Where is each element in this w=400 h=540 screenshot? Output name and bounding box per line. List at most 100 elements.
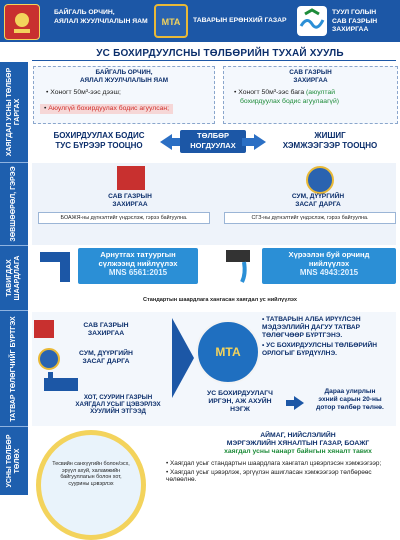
sidebar-section-3: ТАВИГДАХ ШААРДЛАГА [0,246,28,310]
org3-line1: ТУУЛ ГОЛЫН [332,9,377,16]
agreement-right-head: СУМ, ДҮҮРГИЙН ЗАСАГ ДАРГА [262,193,374,208]
exemption-text: Тесвийн санхүүгийн болон/эсх, эрүүл ахуй… [52,461,130,487]
sidebar-label-5: УСНЫ ТӨЛБӨР ТӨЛӨХ [6,434,21,488]
ministry-criteria-box: БАЙГАЛЬ ОРЧИН, АЯЛАЛ ЖУУЛЧЛАЛЫН ЯАМ • Хо… [33,66,215,124]
state-emblem-icon [306,166,334,194]
register-authority-line1: САВ ГАЗРЫН [83,322,129,329]
sidebar-divider [0,245,28,246]
payment-deadline: Дараа улирлын эхний сарын 20-ны дотор тө… [306,388,394,412]
register-governor-line2: ЗАСАГ ДАРГА [82,357,130,365]
fee-assessment-box: ТӨЛБӨР НОГДУУЛАХ [180,130,246,153]
org2-label: ТАВАРЫН ЕРӨНХИЙ ГАЗАР [193,17,287,24]
tax-bullet-1: • ТАТВАРЫН АЛБА ИРҮҮЛСЭН МЭДЭЭЛЛИЙН ДАГУ… [262,316,361,339]
ministry-bullet-2: Аюулгүй бохирдуулах бодис агуулсан; [48,105,170,112]
authority-head-line1: САВ ГАЗРЫН [289,69,332,76]
sidebar-section-4: ТАТВАР ТӨЛӨГЧИЙГ БҮРТГЭХ [0,311,28,426]
tax-bullet-list: • ТАТВАРЫН АЛБА ИРҮҮЛСЭН МЭДЭЭЛЛИЙН ДАГУ… [262,316,394,358]
sidebar-label-1: ХАЯГДАЛ УСНЫ ТӨЛБӨР ГАРГАХ [6,67,21,157]
inspection-line1: АЙМАГ, НИЙСЛЭЛИЙН [260,432,336,439]
agreement-left-head: САВ ГАЗРЫН ЗАХИРГАА [70,193,190,208]
env-standard-code: MNS 4943:2015 [299,268,359,277]
fee-line2: НОГДУУЛАХ [190,141,236,150]
agreement-left-line1: САВ ГАЗРЫН [108,193,152,200]
sidebar-label-3: ТАВИГДАХ ШААРДЛАГА [6,255,21,301]
city-caption-line2: ХАЯГДАЛ УСЫГ ЦЭВЭРЛЭХ [75,401,161,409]
svg-text:MTA: MTA [162,17,181,27]
agreement-left-line2: ЗАХИРГАА [112,200,148,208]
inspection-head: АЙМАГ, НИЙСЛЭЛИЙН МЭРГЭЖЛИЙН ХЯНАЛТЫН ГА… [200,432,396,456]
map-icon [34,320,54,338]
register-governor-head: СУМ, ДҮҮРГИЙН ЗАСАГ ДАРГА [56,350,156,365]
seal-text: МТА [215,345,241,359]
tax-bullet-2-text: УС БОХИРДУУЛСНЫ ТӨЛБӨРИЙН ОРЛОГЫГ БҮРДҮҮ… [262,342,378,357]
city-caption-line1: ХОТ, СУУРИН ГАЗРЫН [83,394,153,401]
payer-line1: УС БОХИРДУУЛАГЧ [207,390,273,397]
agreement-right-line1: СУМ, ДҮҮРГИЙН [291,193,345,200]
exemption-bullets: • Хаягдал усыг стандартын шаардлага ханг… [166,460,394,484]
authority-bullet-1a: Хоногт 50м³-ээс бага [238,89,305,96]
title-divider [32,60,396,61]
sewer-standard-box: Арнутгах татуургын сүлжээнд нийлүүлэх MN… [78,248,198,284]
authority-head-line2: ЗАХИРГАА [293,76,328,84]
inspection-line2: МЭРГЭЖЛИЙН ХЯНАЛТЫН ГАЗАР, БОАЖГ [226,440,370,447]
exemption-bullet-1-text: Хаягдал усыг стандартын шаардлага хангат… [170,460,382,467]
exemption-bullet-2: • Хаягдал усыг цэвэрлэж, эргүүлэн ашигла… [166,468,372,484]
discharge-pipe-icon [226,250,250,283]
ministry-head-line1: БАЙГАЛЬ ОРЧИН, [95,69,153,76]
org1-line1: БАЙГАЛЬ ОРЧИН, [54,9,115,16]
sidebar [0,62,28,495]
payer-line3: НЭГЖ [230,406,250,413]
deadline-line1: Дараа улирлын [324,388,376,395]
org1-line2: АЯЛАЛ ЖУУЛЧЛАЛЫН ЯАМ [54,17,148,25]
mongolia-map-icon [117,166,145,190]
tax-bullet-1-text: ТАТВАРЫН АЛБА ИРҮҮЛСЭН МЭДЭЭЛЛИЙН ДАГУУ … [262,316,361,339]
city-wastewater-caption: ХОТ, СУУРИН ГАЗРЫН ХАЯГДАЛ УСЫГ ЦЭВЭРЛЭХ… [58,394,178,416]
sidebar-divider [0,310,28,311]
norm-line2: ХЭМЖЭЭГЭЭР ТООЦНО [282,140,378,150]
deadline-line2: эхний сарын 20-ны [318,396,382,403]
arrow-right-icon [286,396,304,410]
org3-line2: САВ ГАЗРЫН ЗАХИРГАА [332,17,378,34]
pollutant-calculation-label: БОХИРДУУЛАХ БОДИС ТУС БҮРЭЭР ТООЦНО [34,131,164,150]
authority-bullet-1c: бохирдуулах бодис агуулаагүй) [240,98,340,105]
inspection-line3: хаягдал усны чанарт байнгын хяналт тавих [224,448,372,455]
exemption-bullet-2-text: Хаягдал усыг цэвэрлэж, эргүүлэн ашигласа… [166,468,372,484]
tax-agency-logo-icon: MTA [154,4,188,38]
ministry-bullet-1: Хоногт 50м³-ээс дээш; [50,89,121,96]
sewer-pipe-icon [40,252,70,282]
env-line1: Хүрээлэн буй орчинд [288,250,370,259]
sidebar-section-2: ЗӨВШӨӨРӨЛ, ГЭРЭЭ [0,163,28,245]
state-emblem-icon [38,348,60,370]
sidebar-divider [0,426,28,427]
city-caption-line3: ХУУЛИЙН ЭТГЭЭД [90,408,146,416]
sidebar-section-1: ХАЯГДАЛ УСНЫ ТӨЛБӨР ГАРГАХ [0,62,28,162]
register-authority-line2: ЗАХИРГАА [87,329,125,337]
ministry-emblem-icon [4,4,40,40]
agreement-left-caption: БОАЖЯ-ны дүгнэлтийг үндэслэж, гэрээ байг… [38,212,210,224]
payer-label: УС БОХИРДУУЛАГЧ ИРГЭН, АЖ АХУЙН НЭГЖ [197,390,283,414]
agreement-right-line2: ЗАСАГ ДАРГА [295,200,341,208]
sidebar-divider [0,162,28,163]
environment-standard-box: Хүрээлэн буй орчинд нийлүүлэх MNS 4943:2… [262,248,396,284]
chevron-right-icon [172,318,194,398]
agreement-right-caption: СГЗ-ны дүгнэлтийг үндэслэж, гэрээ байгуу… [224,212,396,224]
register-authority-head: САВ ГАЗРЫН ЗАХИРГАА [56,322,156,337]
factory-icon [44,372,78,391]
page-title: УС БОХИРДУУЛСНЫ ТӨЛБӨРИЙН ТУХАЙ ХУУЛЬ [96,48,344,59]
sewer-line1: Арнутгах татуургын [100,250,176,259]
register-governor-line1: СУМ, ДҮҮРГИЙН [79,350,133,357]
pollutant-line1: БОХИРДУУЛАХ БОДИС [53,131,145,140]
ministry-head-line2: АЯЛАЛ ЖУУЛЧЛАЛЫН ЯАМ [79,76,169,84]
authority-bullet-1b: (аюултай [306,89,336,96]
standard-caption: Стандартын шаардлага хангасан хаягдал ус… [142,297,298,303]
sidebar-label-4: ТАТВАР ТӨЛӨГЧИЙГ БҮРТГЭХ [10,315,17,422]
arrow-right-icon [242,134,266,150]
tax-authority-seal-icon: МТА [196,320,260,384]
river-authority-logo-icon [297,6,327,36]
sewer-line2: сүлжээнд нийлүүлэх [98,259,178,268]
fee-line1: ТӨЛБӨР [197,131,229,140]
agreement-section-bg [32,163,396,245]
sidebar-section-5: УСНЫ ТӨЛБӨР ТӨЛӨХ [0,427,28,495]
river-authority-criteria-box: САВ ГАЗРЫН ЗАХИРГАА • Хоногт 50м³-ээс ба… [223,66,398,124]
sewer-standard-code: MNS 6561:2015 [108,268,168,277]
